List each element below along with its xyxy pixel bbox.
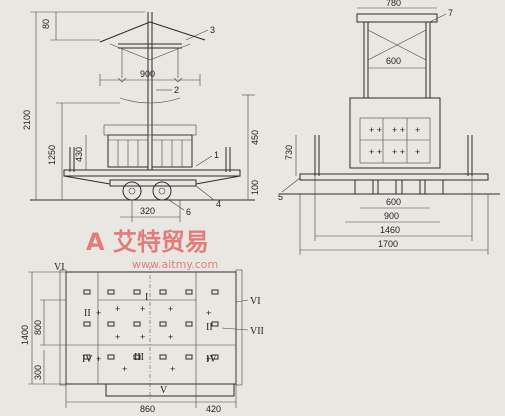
- end-deck: [299, 173, 489, 181]
- svg-text:+: +: [168, 332, 173, 342]
- end-dimensions: [295, 7, 489, 255]
- svg-text:+: +: [115, 332, 120, 342]
- plan-view: + + + + + + + + + + + + I II II III IV I…: [20, 262, 264, 414]
- side-railings: [69, 147, 231, 172]
- dim-730: 730: [284, 145, 294, 160]
- svg-text:+: +: [415, 125, 420, 135]
- svg-text:+: +: [115, 304, 120, 314]
- dim-780: 780: [386, 0, 401, 8]
- callout-3: 3: [210, 25, 215, 35]
- zone-ii-left: II: [84, 308, 91, 319]
- dim-1250: 1250: [47, 145, 57, 165]
- dim-1400: 1400: [20, 325, 30, 345]
- svg-text:+: +: [140, 304, 145, 314]
- callout-1: 1: [214, 150, 219, 160]
- dim-900-side: 900: [140, 69, 155, 79]
- svg-text:+ +: + +: [392, 147, 405, 157]
- dim-800: 800: [33, 320, 43, 335]
- svg-text:+ +: + +: [369, 147, 382, 157]
- svg-text:+: +: [170, 364, 175, 374]
- dim-450: 450: [250, 130, 260, 145]
- watermark-brand: A 艾特贸易: [86, 228, 209, 256]
- trolley-deck: [63, 169, 241, 187]
- dim-300: 300: [33, 365, 43, 380]
- dim-420: 420: [206, 404, 221, 414]
- zone-ii-right: II: [206, 322, 213, 333]
- dim-600-top: 600: [386, 56, 401, 66]
- dim-860: 860: [140, 404, 155, 414]
- wheels: [122, 181, 172, 201]
- zone-v: V: [160, 385, 168, 396]
- dim-1460: 1460: [380, 225, 400, 235]
- svg-text:+: +: [168, 304, 173, 314]
- dim-80: 80: [41, 19, 51, 29]
- svg-text:+: +: [122, 364, 127, 374]
- zone-vi-right: VI: [250, 296, 261, 307]
- cabinet-units: [103, 124, 197, 168]
- callout-5: 5: [278, 192, 283, 202]
- zone-iii: III: [134, 352, 144, 363]
- zone-vii: VII: [250, 326, 264, 337]
- callout-4: 4: [216, 199, 221, 209]
- side-dimensions: [30, 11, 255, 222]
- plan-partitions: [59, 269, 243, 386]
- end-frame: [356, 13, 438, 98]
- end-view: + + + + + + + + + +: [278, 0, 500, 255]
- plan-extension: [105, 383, 235, 397]
- dim-600-bottom: 600: [386, 197, 401, 207]
- svg-text:+: +: [96, 354, 101, 364]
- zone-iv-left: IV: [82, 354, 93, 365]
- svg-text:+: +: [96, 308, 101, 318]
- svg-text:+ +: + +: [369, 125, 382, 135]
- dim-2100: 2100: [22, 110, 32, 130]
- plan-dimensions: [28, 271, 237, 408]
- zone-vi-left: VI: [54, 262, 65, 273]
- watermark: A 艾特贸易 www.aitmy.com: [86, 228, 218, 271]
- dim-900-end: 900: [384, 211, 399, 221]
- svg-text:+: +: [206, 354, 211, 364]
- zone-i: I: [145, 292, 148, 303]
- zone-iv-right: IV: [206, 354, 217, 365]
- watermark-url: www.aitmy.com: [132, 258, 218, 271]
- dim-430: 430: [74, 147, 84, 162]
- plan-slots: [83, 289, 219, 360]
- dim-320: 320: [140, 206, 155, 216]
- dim-100: 100: [250, 180, 260, 195]
- end-cabinet: + + + + + + + + + +: [349, 97, 441, 169]
- callout-6: 6: [186, 207, 191, 217]
- dim-1700: 1700: [378, 239, 398, 249]
- end-railings: [314, 135, 473, 176]
- callout-2: 2: [174, 85, 179, 95]
- svg-text:+: +: [415, 147, 420, 157]
- svg-text:+: +: [140, 332, 145, 342]
- callout-7: 7: [448, 8, 453, 18]
- side-view: 80 2100 1250 430 450 100 900 320 3 2 1 4…: [22, 11, 260, 222]
- svg-text:+: +: [206, 308, 211, 318]
- svg-text:+ +: + +: [392, 125, 405, 135]
- end-wheels: [354, 179, 444, 195]
- plan-crosses: + + + + + + + + + + + +: [96, 304, 211, 374]
